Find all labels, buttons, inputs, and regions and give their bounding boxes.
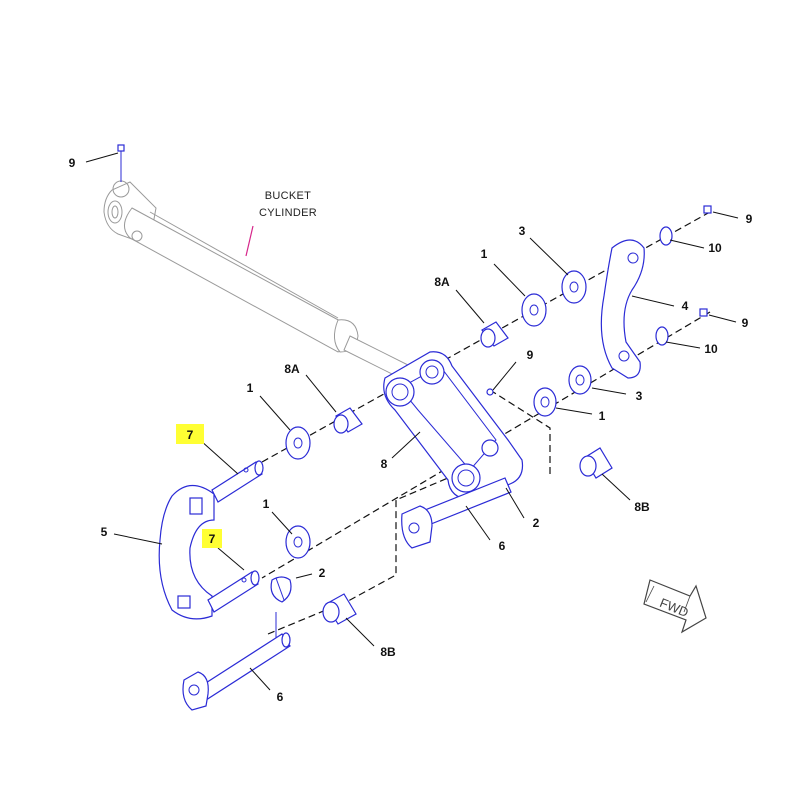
bucket-cylinder (103, 180, 411, 381)
ring-10-top (659, 226, 673, 246)
lever-4 (600, 239, 645, 379)
callout-5: 5 (101, 525, 108, 539)
washer-3-upper (561, 270, 587, 304)
pin-7-upper (211, 460, 264, 503)
callout-2-lower: 2 (319, 566, 326, 580)
washer-3-right (568, 365, 592, 395)
callout-10-top: 10 (708, 241, 722, 255)
highlight-7-lower (202, 529, 222, 548)
bracket-5 (158, 484, 215, 620)
washer-1-upper (521, 293, 547, 327)
callout-3-upper: 3 (519, 224, 526, 238)
highlight-7-upper (176, 424, 204, 444)
bolt-9-top-right (703, 205, 712, 214)
callout-8b-lower: 8B (380, 645, 396, 659)
pin-6-lower (182, 612, 291, 711)
bushing-8b-lower (322, 593, 357, 625)
bushing-8a-upper (480, 321, 509, 348)
callout-4: 4 (682, 299, 689, 313)
callout-2-right: 2 (533, 516, 540, 530)
callout-1-upper: 1 (481, 247, 488, 261)
callout-7-lower: 7 (209, 532, 216, 546)
link-8 (383, 351, 524, 501)
callout-9-mid-right: 9 (742, 316, 749, 330)
callout-8b-right: 8B (634, 500, 650, 514)
pin-7-lower (207, 570, 260, 613)
callout-9-center: 9 (527, 348, 534, 362)
pin-6-right (401, 477, 512, 549)
callout-6-lower: 6 (277, 690, 284, 704)
bushing-8a-lower (333, 407, 363, 434)
callout-1-lower: 1 (263, 497, 270, 511)
cylinder-leader (245, 225, 254, 257)
callout-9-top-right: 9 (746, 212, 753, 226)
callout-1-right: 1 (599, 409, 606, 423)
washer-1-right (533, 387, 557, 417)
callout-7-upper: 7 (187, 428, 194, 442)
callout-8a-lower: 8A (284, 362, 300, 376)
ring-10-mid (655, 326, 669, 346)
bolt-9-mid-right (699, 308, 708, 317)
bolt-9-center (486, 388, 494, 396)
bushing-8b-right (579, 447, 613, 479)
fwd-arrow (643, 579, 707, 634)
callout-10-mid: 10 (704, 342, 718, 356)
callout-3-right: 3 (636, 389, 643, 403)
callout-9-top-left: 9 (69, 156, 76, 170)
cylinder-label-line2: CYLINDER (259, 207, 317, 219)
clip-2-lower (270, 576, 292, 603)
leader-lines (85, 152, 739, 691)
callout-6-right: 6 (499, 539, 506, 553)
cylinder-label-line1: BUCKET (265, 190, 311, 202)
callout-1-left: 1 (247, 381, 254, 395)
bolt-9-top-left (117, 144, 125, 182)
callout-8a-upper: 8A (434, 275, 450, 289)
washer-1-left (285, 426, 311, 460)
callout-8: 8 (381, 457, 388, 471)
